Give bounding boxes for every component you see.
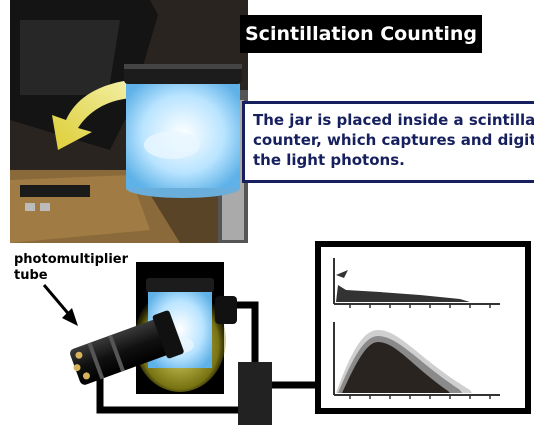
arrow-icon [52,80,132,150]
pmt-label-line-2: tube [14,268,48,283]
label-arrow-icon [42,284,78,326]
jar-icon [124,64,242,198]
page-title: Scintillation Counting [240,15,482,53]
wiring-diagram [96,301,318,425]
photomultiplier-tube-icon [70,296,237,385]
pmt-label-line-1: photomultiplier [14,252,129,267]
caption-line-2: counter, which captures and digitizes [253,131,534,149]
caption-box: The jar is placed inside a scintillation… [242,101,534,183]
photomultiplier-label: photomultiplier tube [14,252,128,284]
caption-line-3: the light photons. [253,151,405,169]
spectrum-chart-icon [315,241,531,414]
caption-line-1: The jar is placed inside a scintillation [253,111,534,129]
